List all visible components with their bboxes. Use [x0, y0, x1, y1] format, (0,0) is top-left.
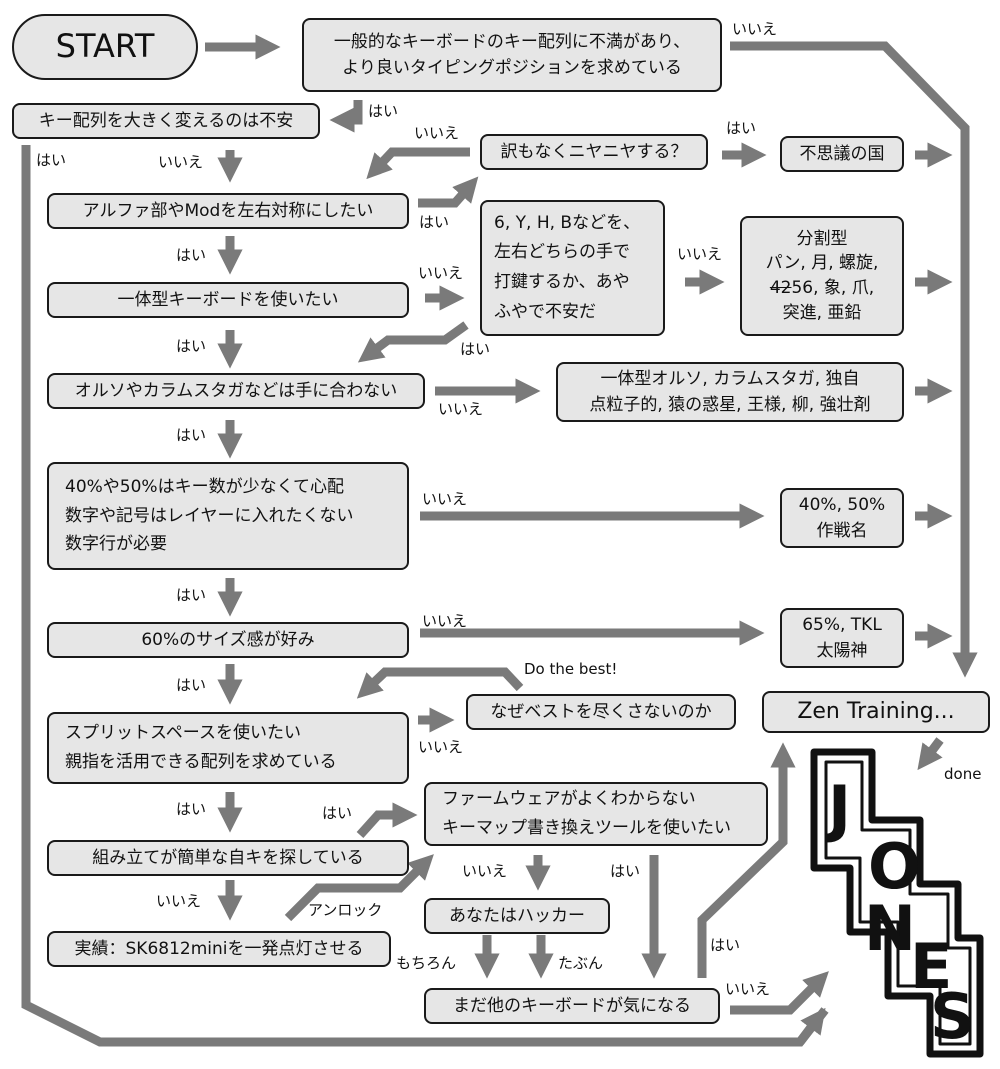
result-wonderland: 不思議の国: [780, 136, 904, 172]
arrow-other-no: [730, 971, 829, 1015]
label-split-no: いいえ: [418, 738, 464, 756]
label-start-no: いいえ: [732, 20, 778, 38]
start-node: START: [12, 14, 198, 80]
achievement-sk6812: 実績：SK6812miniを一発点灯させる: [47, 931, 391, 967]
logo-letter-o: O: [868, 830, 921, 903]
label-sixty-yes: はい: [176, 676, 207, 694]
arrow-unlock: [284, 854, 434, 922]
label-symmetric-yes: はい: [419, 213, 450, 231]
split-line2: 4256, 象, 爪,: [770, 276, 874, 301]
arrow-other-yes: [697, 742, 796, 978]
jones-logo: J O N E S: [810, 748, 990, 1060]
question-anxious-change: キー配列を大きく変えるのは不安: [12, 103, 320, 139]
label-split-yes: はい: [176, 800, 207, 818]
label-do-the-best: Do the best!: [524, 660, 618, 678]
arrow-zen-done: [917, 737, 944, 771]
label-unibody-yes: はい: [176, 337, 207, 355]
arrow-do-the-best: [356, 667, 524, 699]
question-not-best: なぜベストを尽くさないのか: [466, 694, 736, 730]
result-zen-training: Zen Training...: [762, 691, 990, 733]
label-easy-no: いいえ: [156, 892, 202, 910]
label-ortho-yes: はい: [176, 426, 207, 444]
question-split-space: スプリットスペースを使いたい 親指を活用できる配列を求めている: [47, 712, 409, 784]
label-symmetric-yes2: はい: [176, 246, 207, 264]
question-easy-build: 組み立てが簡単な自キを探している: [47, 840, 409, 876]
label-firmware-no: いいえ: [462, 862, 508, 880]
split-line1: パン, 月, 螺旋,: [765, 253, 879, 274]
question-ortho-misfit: オルソやカラムスタガなどは手に合わない: [47, 373, 425, 409]
label-other-no: いいえ: [725, 980, 771, 998]
split-line3: 突進, 亜鉛: [782, 302, 862, 323]
label-grin-yes: はい: [726, 119, 757, 137]
label-dissatisfied-yes: はい: [368, 102, 399, 120]
question-other-keyboards: まだ他のキーボードが気になる: [424, 988, 720, 1024]
question-firmware: ファームウェアがよくわからない キーマップ書き換えツールを使いたい: [424, 782, 768, 846]
label-of-course: もちろん: [396, 954, 457, 972]
split-line2-rest: 56, 象, 爪,: [791, 278, 875, 298]
question-grinning: 訳もなくニヤニヤする？: [480, 134, 708, 170]
label-firmware-yes-left: はい: [322, 804, 353, 822]
question-hacker: あなたはハッカー: [424, 898, 610, 934]
label-anxious-yes: はい: [36, 151, 67, 169]
label-unibody-no: いいえ: [418, 264, 464, 282]
question-60: 60%のサイズ感が好み: [47, 622, 409, 658]
question-which-hand: 6, Y, H, Bなどを、 左右どちらの手で 打鍵するか、あや ふやで不安だ: [480, 200, 665, 336]
logo-letter-e: E: [910, 930, 953, 1003]
label-ortho-no: いいえ: [438, 400, 484, 418]
arrow-q1-yes: [329, 100, 363, 133]
question-unibody: 一体型キーボードを使いたい: [47, 282, 409, 318]
split-title: 分割型: [796, 228, 848, 249]
label-done: done: [944, 765, 982, 783]
label-which-hand-no: いいえ: [677, 245, 723, 263]
arrow-easy-yes: [356, 802, 418, 839]
split-strike: 42: [769, 278, 792, 298]
label-which-hand-yes: はい: [460, 340, 491, 358]
result-split: 分割型 パン, 月, 螺旋, 4256, 象, 爪, 突進, 亜鉛: [740, 216, 904, 336]
arrow-q1-no-to-zen: [730, 41, 978, 678]
question-40-50: 40%や50%はキー数が少なくて心配 数字や記号はレイヤーに入れたくない 数字行…: [47, 462, 409, 570]
result-65: 65%, TKL 太陽神: [780, 608, 904, 668]
question-symmetric: アルファ部やModを左右対称にしたい: [47, 193, 409, 229]
arrow-which-hand-yes: [357, 321, 469, 363]
label-grin-no: いいえ: [414, 124, 460, 142]
label-anxious-no: いいえ: [158, 153, 204, 171]
label-other-yes: はい: [710, 936, 741, 954]
jones-logo-outline: [810, 748, 984, 1058]
label-probably: たぶん: [558, 954, 604, 972]
label-forty-yes: はい: [176, 586, 207, 604]
result-unibody-list: 一体型オルソ, カラムスタガ, 独自 点粒子的, 猿の惑星, 王様, 柳, 強壮…: [556, 362, 904, 422]
label-sixty-no: いいえ: [422, 612, 468, 630]
question-dissatisfied: 一般的なキーボードのキー配列に不満があり、 より良いタイピングポジションを求めて…: [302, 18, 722, 92]
arrow-grin-no: [366, 147, 470, 180]
label-forty-no: いいえ: [422, 490, 468, 508]
arrow-symmetric-to-grin: [418, 176, 479, 208]
logo-letter-n: N: [864, 892, 916, 965]
label-firmware-yes-right: はい: [610, 862, 641, 880]
logo-letter-j: J: [828, 772, 852, 845]
logo-letter-s: S: [930, 980, 975, 1053]
arrow-loop-end: [796, 1007, 826, 1045]
result-40-50: 40%, 50% 作戦名: [780, 488, 904, 548]
label-unlock: アンロック: [308, 901, 383, 919]
